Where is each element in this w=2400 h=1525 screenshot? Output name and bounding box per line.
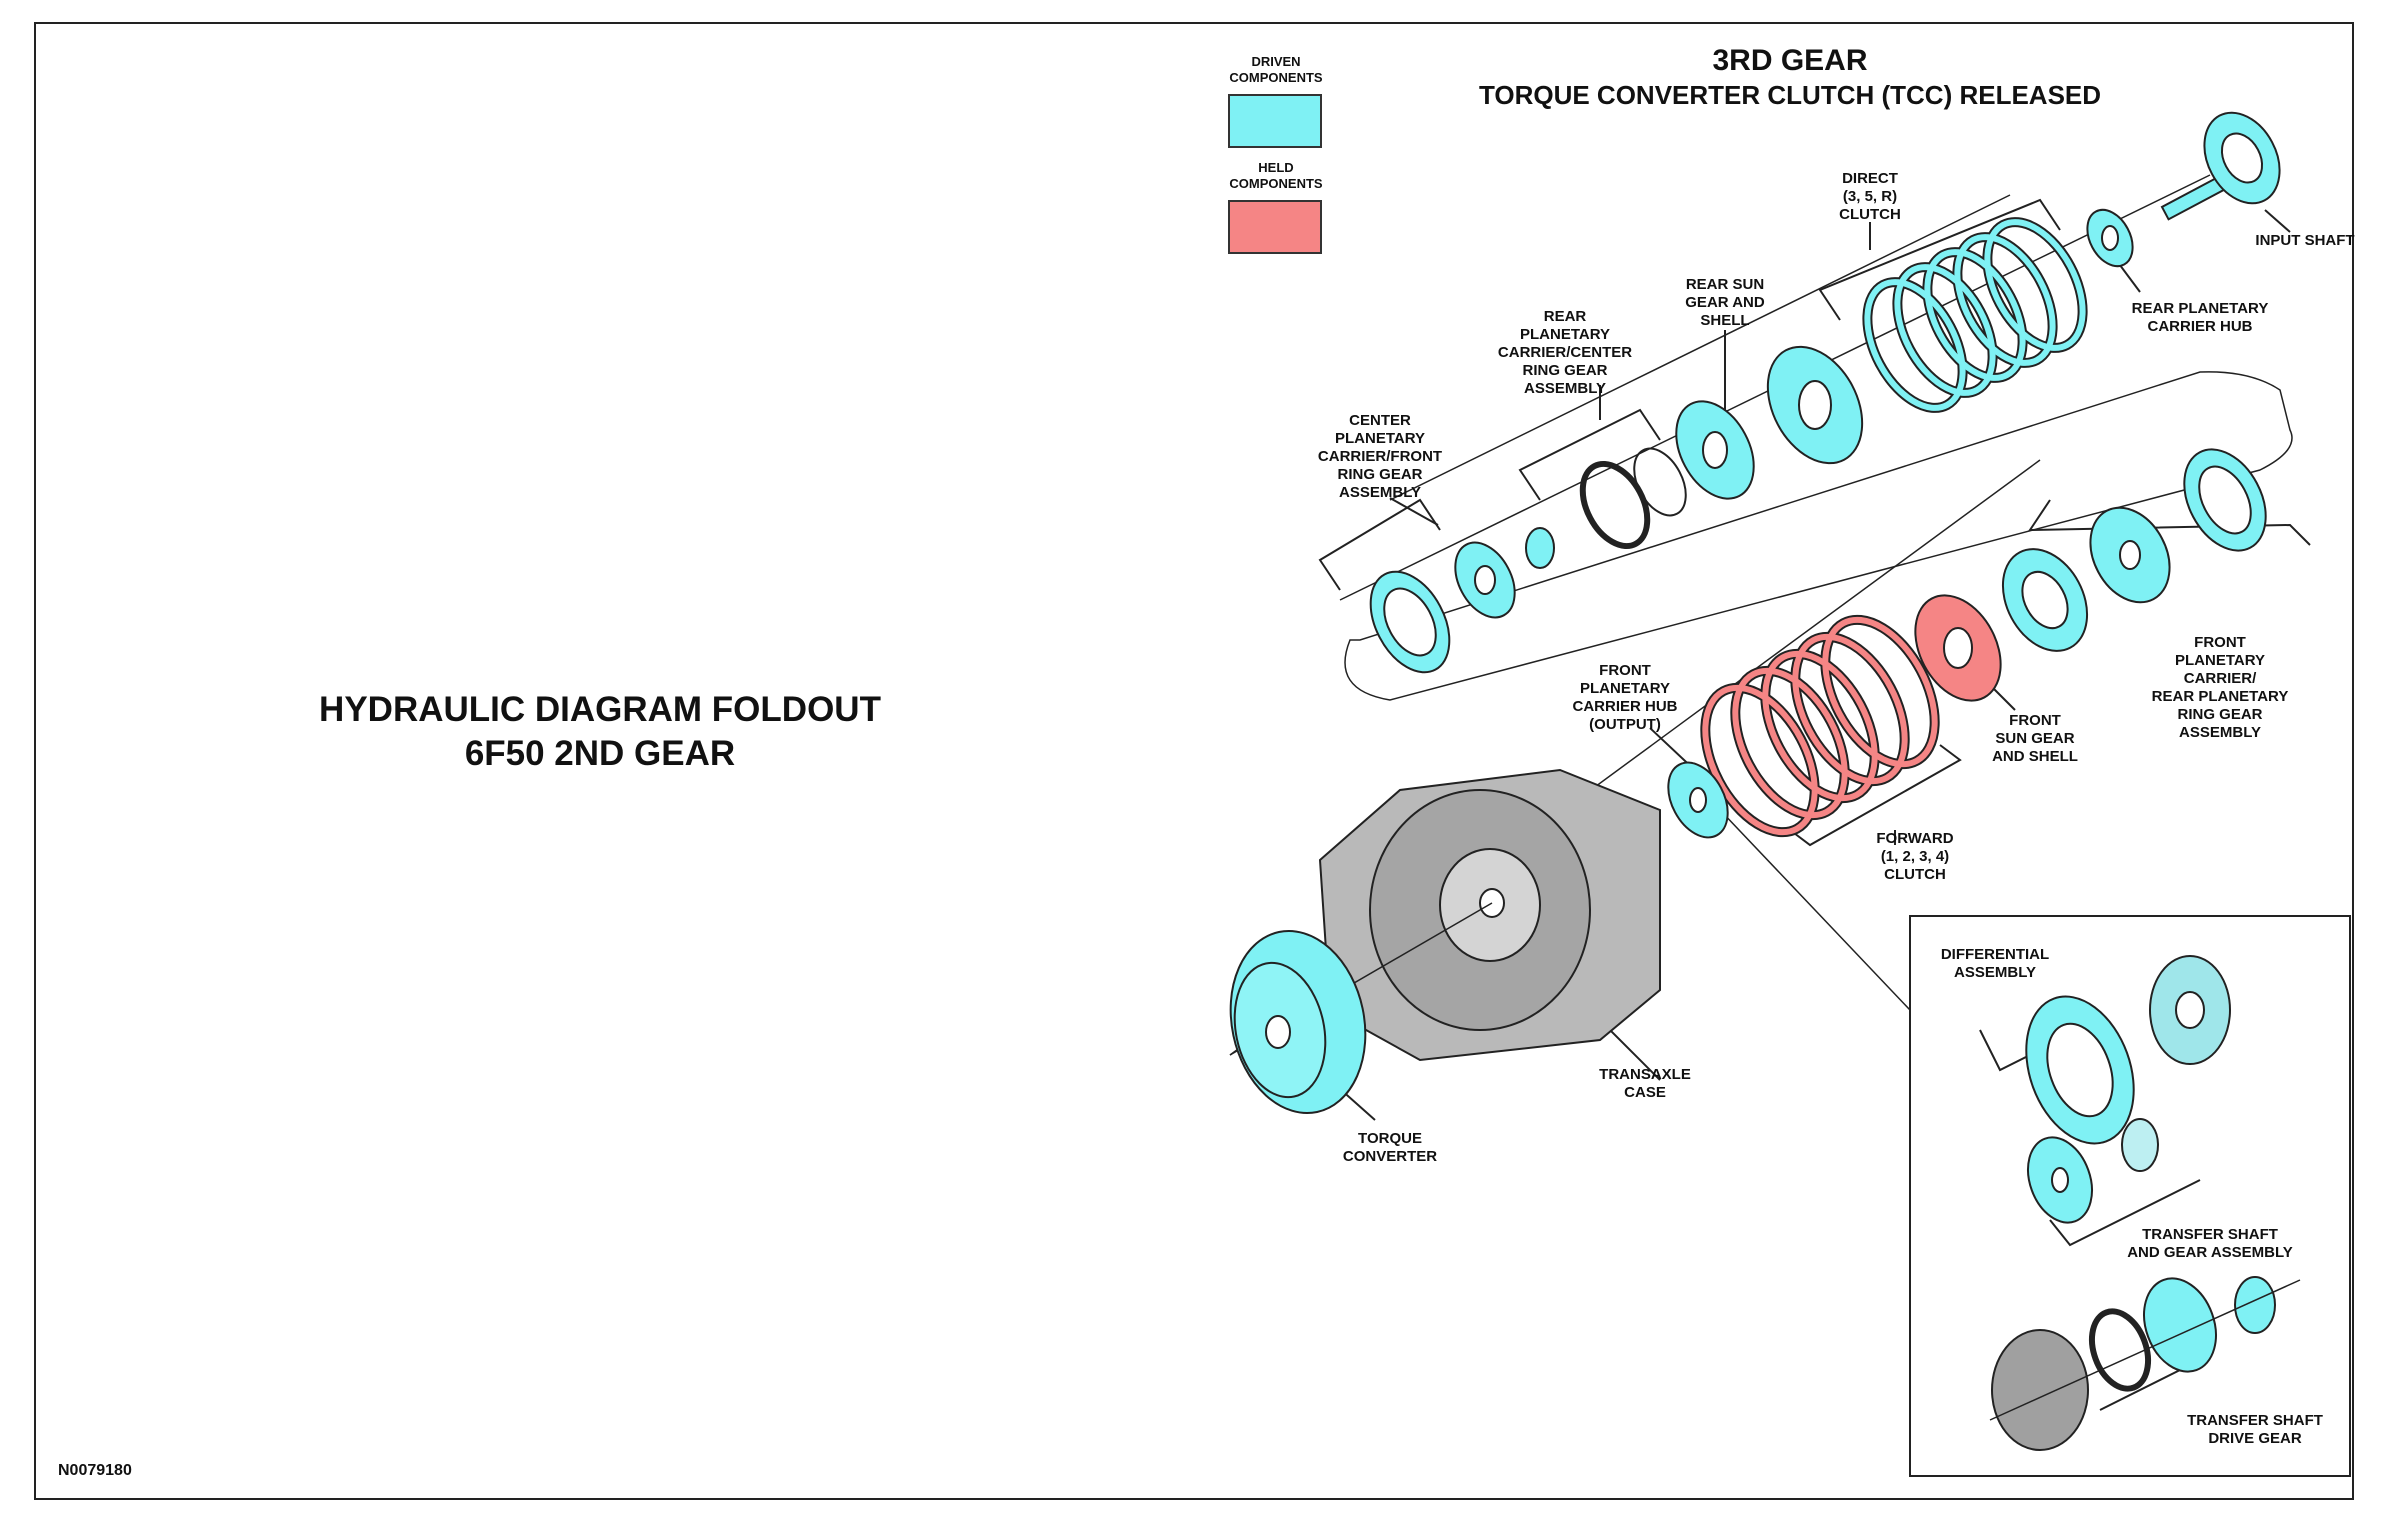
- forward-clutch-plates-fill: [1702, 616, 1938, 836]
- front-planetary-carrier-hub: [1667, 761, 1729, 839]
- front-planetary-carrier-group: [2001, 448, 2267, 652]
- label-forward-clutch: FORWARD (1, 2, 3, 4) CLUTCH: [1876, 830, 1954, 883]
- legend-held-swatch: [1228, 200, 1322, 254]
- main-title-line1: HYDRAULIC DIAGRAM FOLDOUT: [319, 690, 881, 729]
- main-title: HYDRAULIC DIAGRAM FOLDOUT 6F50 2ND GEAR: [260, 688, 940, 776]
- bracket-center-carrier: [1318, 498, 1441, 591]
- gear-title: 3RD GEAR: [1712, 44, 1868, 77]
- label-front-sun-gear: FRONT SUN GEAR AND SHELL: [1992, 712, 2078, 765]
- rear-sun-gear-shell: [1766, 345, 1864, 465]
- label-transfer-shaft-gear: TRANSFER SHAFT AND GEAR ASSEMBLY: [2127, 1226, 2293, 1261]
- differential-assembly: [2025, 955, 2231, 1145]
- bracket-front-carrier: [2028, 499, 2311, 546]
- label-direct-clutch: DIRECT (3, 5, R) CLUTCH: [1839, 170, 1901, 223]
- torque-converter: [1229, 929, 1367, 1115]
- label-center-planetary-carrier: CENTER PLANETARY CARRIER/FRONT RING GEAR…: [1317, 412, 1443, 501]
- front-sun-gear-shell: [1914, 594, 2002, 702]
- gear-subtitle: TORQUE CONVERTER CLUTCH (TCC) RELEASED: [1478, 80, 2102, 110]
- bracket-forward-clutch: [1789, 744, 1962, 847]
- main-title-line2: 6F50 2ND GEAR: [464, 734, 736, 773]
- label-input-shaft: INPUT SHAFT: [2255, 232, 2355, 249]
- label-rear-sun-gear: REAR SUN GEAR AND SHELL: [1685, 276, 1765, 329]
- label-front-planetary-carrier: FRONT PLANETARY CARRIER/ REAR PLANETARY …: [2151, 634, 2289, 741]
- label-torque-converter: TORQUE CONVERTER: [1342, 1130, 1438, 1165]
- bracket-rear-carrier: [1518, 408, 1661, 501]
- page-frame: [34, 22, 2354, 1500]
- label-transaxle-case: TRANSAXLE CASE: [1599, 1066, 1691, 1101]
- transfer-shaft-drive-gear: [1989, 1276, 2301, 1451]
- inset-box: [1909, 915, 2351, 1477]
- label-rear-planetary-carrier: REAR PLANETARY CARRIER/CENTER RING GEAR …: [1497, 308, 1633, 397]
- rear-snap-rings: [1579, 447, 1687, 550]
- label-differential-assembly: DIFFERENTIAL ASSEMBLY: [1940, 946, 2050, 981]
- bracket-direct-clutch: [1818, 198, 2061, 321]
- label-transfer-shaft-drive-gear: TRANSFER SHAFT DRIVE GEAR: [2187, 1412, 2323, 1447]
- center-planetary-carrier: [1369, 527, 1555, 674]
- rear-planetary-carrier-hub: [2086, 208, 2134, 268]
- legend-driven-label: DRIVEN COMPONENTS: [1229, 54, 1323, 85]
- direct-clutch-plates-fill: [1864, 219, 2086, 411]
- inset-leader: [1719, 809, 1911, 1011]
- rear-planetary-carrier: [1675, 400, 1755, 500]
- legend-held-label: HELD COMPONENTS: [1229, 160, 1323, 191]
- legend-driven-swatch: [1228, 94, 1322, 148]
- group-outline: [1344, 371, 2293, 701]
- label-front-planetary-carrier-hub: FRONT PLANETARY CARRIER HUB (OUTPUT): [1572, 662, 1678, 733]
- transfer-shaft-gear: [2027, 1118, 2159, 1224]
- transaxle-case: [1229, 768, 1661, 1062]
- document-id: N0079180: [58, 1462, 132, 1479]
- label-rear-planetary-carrier-hub: REAR PLANETARY CARRIER HUB: [2131, 300, 2269, 335]
- input-shaft: [2160, 111, 2281, 221]
- rear-axis-line: [1389, 194, 2011, 501]
